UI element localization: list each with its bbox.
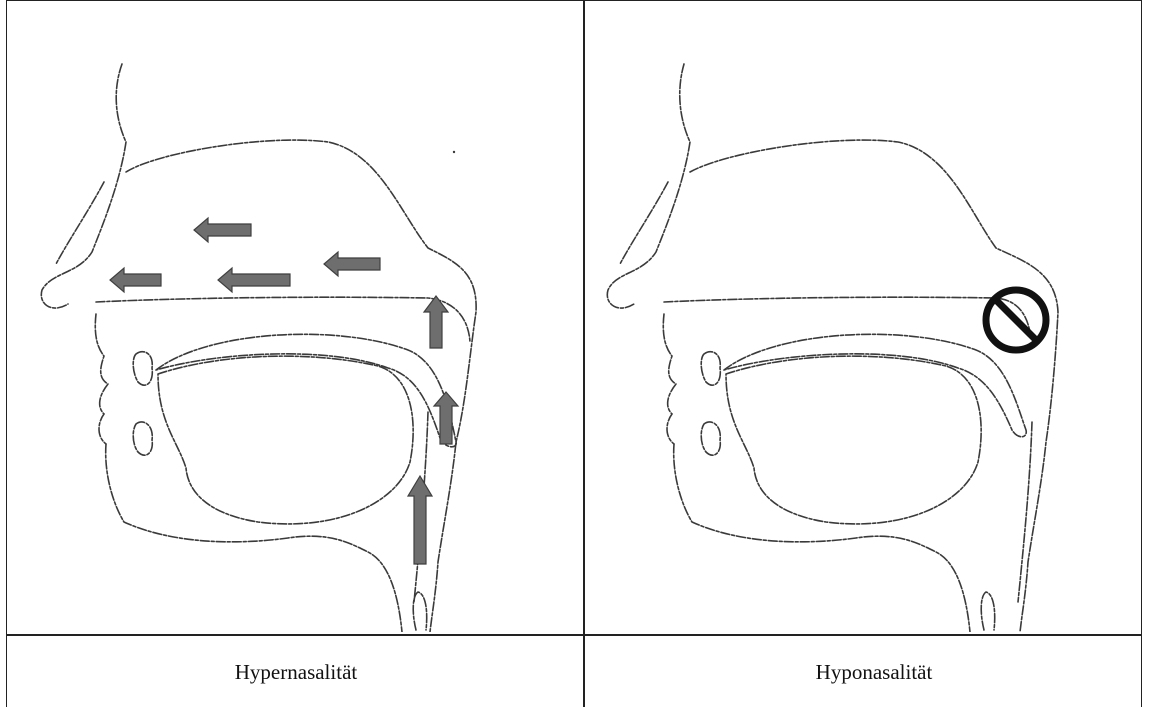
nose-outline <box>607 64 690 308</box>
jaw-neck <box>106 444 402 632</box>
upper-lip <box>95 314 108 384</box>
larynx <box>413 592 427 630</box>
jaw-neck <box>674 444 970 632</box>
arrow-left-icon <box>110 268 161 292</box>
lower-tooth <box>701 422 720 455</box>
arrow-left-icon <box>324 252 380 276</box>
arrow-up-icon <box>434 392 458 444</box>
larynx <box>981 592 995 630</box>
nasal-cavity-outline <box>690 140 1058 632</box>
nose-outline <box>41 64 126 308</box>
lower-lip <box>99 384 108 444</box>
arrow-left-icon <box>194 218 251 242</box>
tongue <box>158 356 413 524</box>
arrow-up-icon <box>424 296 448 348</box>
caption-hypernasality: Hypernasalität <box>8 660 584 685</box>
upper-lip <box>663 314 676 384</box>
head-profile-hypernasal <box>8 2 584 632</box>
prohibition-sign-icon <box>986 290 1046 350</box>
nose-inner-line <box>56 182 104 264</box>
pharynx-wall <box>1018 422 1032 602</box>
upper-tooth <box>133 352 152 385</box>
tongue <box>726 356 981 524</box>
head-profile-hyponasal <box>586 2 1150 632</box>
speck <box>453 151 455 153</box>
hyponasality-panel <box>586 2 1150 632</box>
arrow-left-icon <box>218 268 290 292</box>
upper-tooth <box>701 352 720 385</box>
nose-inner-line <box>620 182 668 264</box>
palate-line <box>664 297 1030 332</box>
lower-lip <box>667 384 676 444</box>
arrow-up-icon <box>408 476 432 564</box>
row-divider <box>6 634 1142 636</box>
caption-hyponasality: Hyponasalität <box>586 660 1150 685</box>
lower-tooth <box>133 422 152 455</box>
velum <box>156 334 456 446</box>
hypernasality-panel <box>8 2 584 632</box>
